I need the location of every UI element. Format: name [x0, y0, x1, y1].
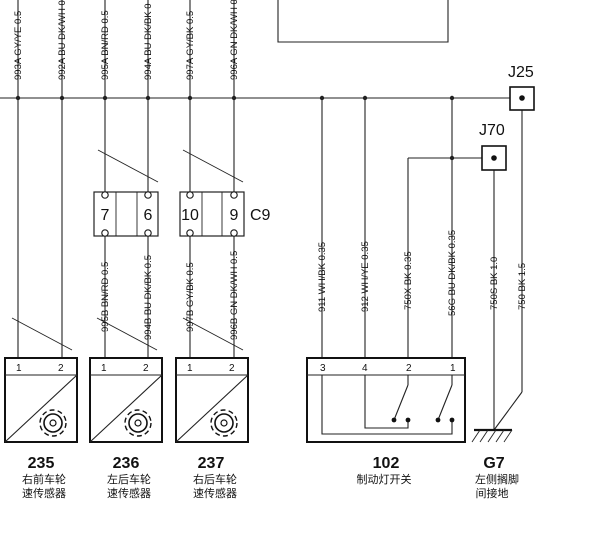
wire-label: 994B BU DK/BK 0.5 [143, 255, 154, 340]
splice-j25: J25 [508, 64, 535, 111]
twist-c9-b [182, 149, 244, 183]
pin-label: 2 [58, 363, 64, 374]
pin-label: 2 [406, 363, 412, 374]
sensor-gear-icon [210, 409, 238, 437]
component-caption: 制动灯开关 [357, 472, 412, 486]
wire-label: 994A BU DK/BK 0 [143, 3, 154, 80]
pin-label: 3 [320, 363, 326, 374]
component-caption: 间接地 [476, 487, 509, 500]
j25-label: J25 [508, 64, 534, 81]
connector-c9: 7 6 10 9 C9 [93, 191, 271, 237]
component-id: 237 [198, 455, 225, 472]
splice-j70: J70 [479, 122, 507, 171]
wire-label: 750 BK 1.5 [517, 263, 528, 310]
top-frame [277, 0, 449, 43]
c9-pin: 10 [181, 207, 199, 224]
ground-symbol-icon [471, 428, 513, 443]
pin-label: 2 [229, 363, 235, 374]
component-id: 235 [28, 455, 55, 472]
twist-235 [11, 317, 73, 351]
c9-pin: 9 [230, 207, 239, 224]
component-id: 102 [373, 455, 400, 472]
wire-label: 996B GN DK/WH 0.5 [229, 251, 240, 340]
sensor-gear-icon [124, 409, 152, 437]
pin-label: 1 [16, 363, 22, 374]
twist-237 [182, 317, 244, 351]
wire-label: 995A BN/RD 0.5 [100, 10, 111, 80]
c9-pin: 7 [101, 207, 110, 224]
wire-label: 997B GY/BK 0.5 [185, 262, 196, 332]
wire-label: 993A GY/YE 0.5 [13, 11, 24, 80]
sensor-235: 1 2 [4, 357, 78, 443]
component-caption: 右前车轮 [22, 472, 66, 486]
connector-label: C9 [250, 207, 271, 224]
j70-label: J70 [479, 122, 505, 139]
c9-pin: 6 [144, 207, 153, 224]
wire-label: 56G BU DK/BK 0.35 [447, 230, 458, 316]
pin-label: 1 [450, 363, 456, 374]
twist-c9-a [97, 149, 159, 183]
wire-label: 992A BU DK/WH 0 [57, 0, 68, 80]
wire-label: 912 WH/YE 0.35 [360, 241, 371, 312]
wire-750-to-ground [493, 391, 523, 431]
j70-junction-dot [449, 155, 455, 161]
wire-label: 995B BN/RD 0.5 [100, 262, 111, 332]
brake-switch-102: 3 4 2 1 [306, 357, 466, 443]
component-caption: 速传感器 [193, 487, 237, 500]
component-caption: 速传感器 [22, 487, 66, 500]
component-caption: 右后车轮 [193, 472, 237, 486]
pin-label: 1 [101, 363, 107, 374]
sensor-gear-icon [39, 409, 67, 437]
bus-junction-dots [15, 95, 455, 101]
twist-236 [96, 317, 158, 351]
component-id: 236 [113, 455, 140, 472]
wire-label: 996A GN DK/WH 0 [229, 0, 240, 80]
component-id: G7 [483, 455, 504, 472]
component-caption: 速传感器 [107, 487, 151, 500]
sensor-236: 1 2 [89, 357, 163, 443]
pin-label: 2 [143, 363, 149, 374]
pin-label: 1 [187, 363, 193, 374]
component-caption: 左侧搁脚 [475, 472, 519, 486]
wire-label: 997A GY/BK 0.5 [185, 11, 196, 80]
wire-label: 750S BK 1.0 [489, 257, 500, 310]
pin-label: 4 [362, 363, 368, 374]
sensor-237: 1 2 [175, 357, 249, 443]
wire-label: 911 WH/BK 0.35 [317, 242, 328, 312]
component-caption: 左后车轮 [107, 472, 151, 486]
wire-label: 750X BK 0.35 [403, 251, 414, 310]
